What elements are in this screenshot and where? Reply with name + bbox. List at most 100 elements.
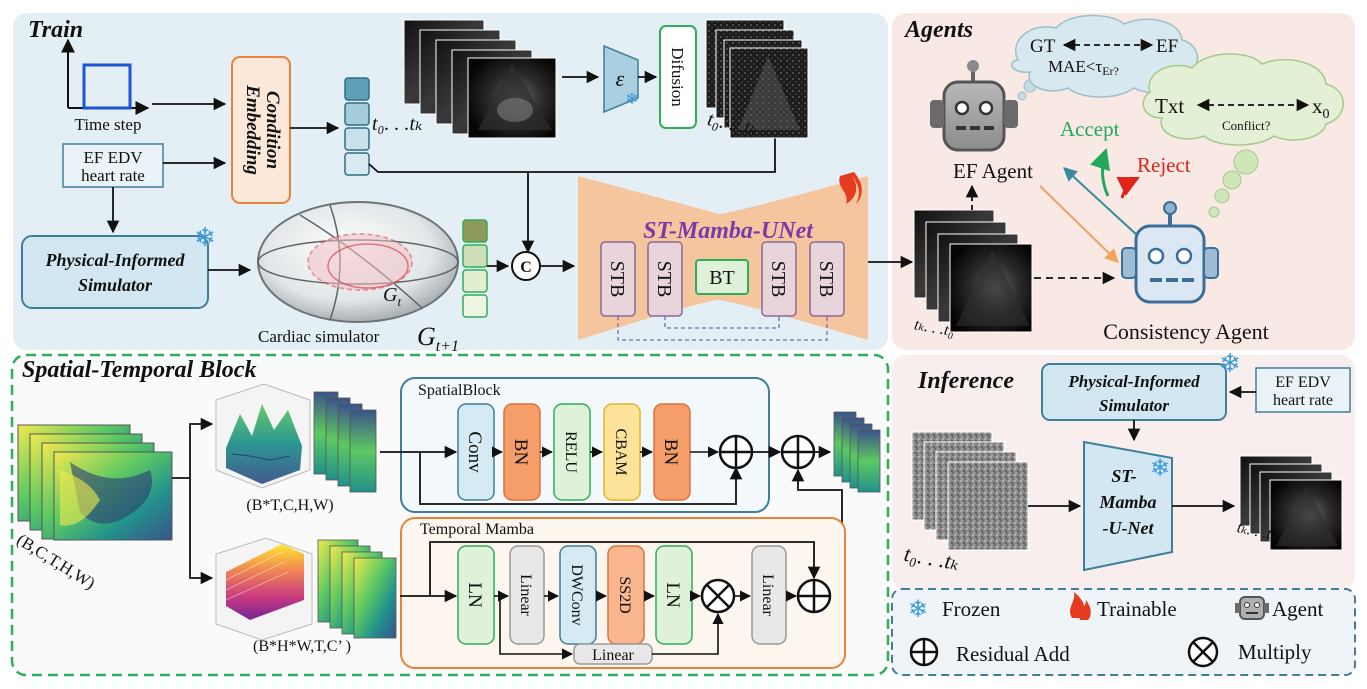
- cardiac-simulator-model: [257, 201, 459, 323]
- inference-simulator-line2: Simulator: [1099, 396, 1169, 415]
- arrow-tokens-to-concat: [368, 163, 535, 254]
- svg-text:BN: BN: [510, 439, 531, 466]
- inference-model-line3: -U-Net: [1103, 518, 1155, 538]
- inference-model-line1: ST-: [1111, 466, 1136, 486]
- svg-text:STB: STB: [815, 261, 837, 298]
- stb-output-stack: [833, 411, 881, 493]
- spatial-feature-stack: [313, 391, 377, 493]
- svg-text:STB: STB: [606, 261, 628, 298]
- flame-icon: [839, 172, 862, 204]
- legend-agent: Agent: [1272, 597, 1323, 621]
- bubble-ef: EF: [1156, 36, 1178, 57]
- accept-arrow: [1090, 148, 1110, 197]
- unet-title: ST-Mamba-UNet: [643, 218, 814, 244]
- inference-simulator-line1: Physical-Informed: [1067, 372, 1200, 391]
- stb-input-stack: [17, 424, 173, 541]
- conv-block: Conv: [457, 403, 495, 501]
- reject-label: Reject: [1137, 153, 1191, 177]
- arrow-to-temporal-branch: [189, 478, 214, 585]
- spatial-residual-path: [419, 452, 743, 505]
- arrow-gate-to-multiply: [652, 612, 724, 655]
- bn-block-2: BN: [653, 403, 691, 501]
- cardiac-simulator-label: Cardiac simulator: [258, 327, 380, 346]
- stb-block-2: STB: [647, 241, 683, 317]
- ef-agent-label: EF Agent: [953, 159, 1033, 183]
- train-inputs-line1: EF EDV: [83, 148, 143, 167]
- encoder-block: [603, 44, 639, 114]
- train-frames-label: t₀. . .tₖ: [372, 113, 422, 135]
- temporal-feature-stack: [317, 539, 397, 639]
- condition-embedding-line2: Embedding: [242, 84, 263, 175]
- arrow-ln-to-gate-linear: [499, 596, 574, 660]
- concat-label: C: [520, 259, 532, 276]
- train-simulator-box: [21, 235, 209, 309]
- inference-noise-frames: [911, 431, 1029, 551]
- svg-text:LN: LN: [464, 582, 485, 608]
- svg-text:Linear: Linear: [759, 574, 776, 616]
- spatial-block-title: SpatialBlock: [418, 382, 501, 399]
- legend-trainable: Trainable: [1097, 597, 1177, 621]
- inference-title: Inference: [917, 368, 1014, 394]
- circle-times-icon: [700, 578, 736, 614]
- diffusion-box: [659, 25, 697, 129]
- svg-text:BT: BT: [709, 267, 735, 289]
- temporal-mamba-title: Temporal Mamba: [420, 521, 534, 538]
- train-inputs-box: [62, 143, 164, 188]
- bubble-gt: GT: [1030, 36, 1056, 57]
- ln-block-1: LN: [457, 545, 495, 645]
- inference-model-line2: Mamba: [1098, 492, 1156, 512]
- skip-connections: [617, 316, 828, 341]
- inference-model-block: [1083, 440, 1173, 572]
- train-title: Train: [28, 17, 83, 43]
- bubble-conflict: Conflict?: [1222, 118, 1271, 133]
- time-step-chart: [61, 38, 150, 115]
- time-step-label: Time step: [75, 115, 142, 134]
- snowflake-icon: ❄: [1150, 456, 1170, 482]
- spatial-shape-label: (B*T,C,H,W): [246, 497, 333, 514]
- svg-text:Linear: Linear: [517, 574, 534, 616]
- stb-block-3: STB: [761, 241, 797, 317]
- g-t-label: Gt: [383, 284, 401, 309]
- diffusion-label: Difusion: [668, 47, 687, 107]
- arrow-consistency-to-ef: [1062, 167, 1139, 237]
- inference-output-frames: [1239, 455, 1343, 551]
- inference-inputs-line2: heart rate: [1273, 392, 1333, 409]
- embedding-tokens: [344, 77, 370, 176]
- arrow-to-spatial-branch: [172, 417, 214, 479]
- arrow-ef-to-consistency: [1039, 185, 1120, 263]
- bt-block: BT: [695, 259, 749, 295]
- ln-block-2: LN: [655, 545, 693, 645]
- snowflake-icon: ❄: [194, 223, 216, 252]
- linear-block-1: Linear: [509, 545, 545, 645]
- circle-plus-icon: [909, 637, 939, 667]
- agents-frames-label: tₖ. . .t₀: [913, 316, 956, 340]
- svg-text:Conv: Conv: [464, 431, 485, 473]
- temporal-surface-plot: [215, 537, 313, 641]
- g-t1-label: Gt+1: [417, 322, 459, 355]
- temporal-residual-path: [429, 541, 821, 596]
- bubble-x0: x0: [1312, 94, 1330, 122]
- legend-frozen: Frozen: [942, 597, 1001, 621]
- relu-block: RELU: [553, 403, 591, 501]
- accept-label: Accept: [1060, 117, 1120, 141]
- circle-plus-icon: [780, 434, 816, 470]
- svg-text:LN: LN: [662, 582, 683, 608]
- svg-text:STB: STB: [653, 261, 675, 298]
- svg-text:RELU: RELU: [562, 431, 579, 473]
- circle-plus-icon: [718, 434, 754, 470]
- legend-multiply: Multiply: [1238, 640, 1312, 664]
- gate-linear-block: Linear: [573, 643, 653, 665]
- consistency-agent-label: Consistency Agent: [1103, 319, 1269, 344]
- simulator-tokens: [462, 219, 488, 318]
- inference-inputs-box: [1255, 367, 1351, 413]
- ss2d-block: SS2D: [607, 545, 645, 645]
- bn-block-1: BN: [503, 403, 541, 501]
- train-simulator-line1: Physical-Informed: [45, 250, 186, 270]
- bubble-mae: MAE<τEr?: [1048, 57, 1119, 78]
- condition-embedding-box: [231, 56, 291, 204]
- snowflake-icon: ❄: [908, 597, 928, 623]
- ef-agent-robot-icon: [930, 60, 1018, 152]
- legend-residual-add: Residual Add: [956, 642, 1070, 666]
- svg-text:CBAM: CBAM: [612, 428, 629, 475]
